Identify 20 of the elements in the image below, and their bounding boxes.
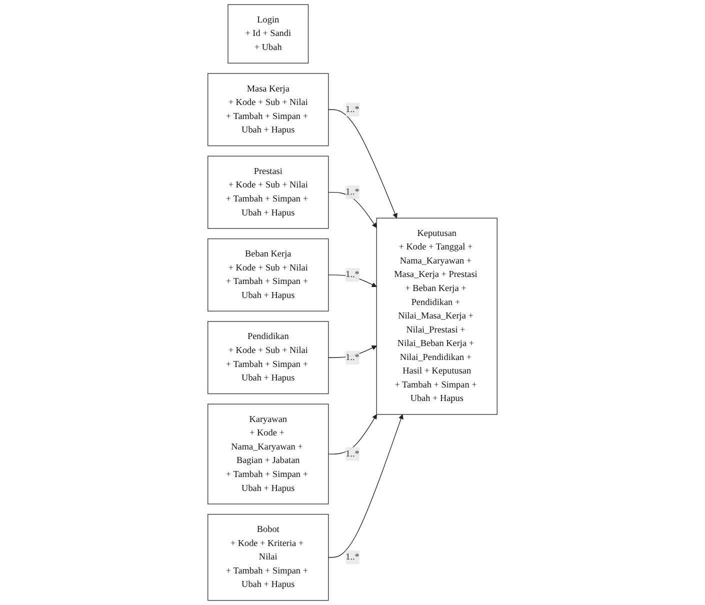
edge-label: 1..* bbox=[346, 104, 360, 114]
edge-label: 1..* bbox=[346, 187, 360, 197]
arrow bbox=[328, 414, 404, 558]
node-box: Pendidikan + Kode + Sub + Nilai + Tambah + Simpan + Ubah + Hapus bbox=[208, 321, 329, 394]
edge-label: 1..* bbox=[346, 352, 360, 362]
arrow bbox=[328, 346, 377, 358]
arrow bbox=[328, 192, 377, 228]
arrow bbox=[328, 274, 377, 288]
edge-label: 1..* bbox=[346, 448, 360, 459]
node-box: Keputusan + Kode + Tanggal + Nama_Karyawan + Masa_Kerja + Prestasi + Beban Kerja + Pendidikan + Nilai_Masa_Kerja + Nilai_Prestasi + Nilai_Beban Kerja + Nilai_Pendidikan + Hasil + Keputusan + Tambah + Simpan + Ubah + Hapus bbox=[376, 218, 498, 415]
node-box: Karyawan + Kode + Nama_Karyawan + Bagian + Jabatan + Tambah + Simpan + Ubah + Hapus bbox=[208, 404, 329, 504]
node-box: Prestasi + Kode + Sub + Nilai + Tambah + Simpan + Ubah + Hapus bbox=[208, 156, 329, 229]
node-box: Login + Id + Sandi + Ubah bbox=[228, 4, 309, 64]
arrow bbox=[328, 109, 398, 218]
edge-label: 1..* bbox=[346, 552, 360, 562]
node-box: Beban Kerja + Kode + Sub + Nilai + Tambah + Simpan + Ubah + Hapus bbox=[208, 238, 329, 312]
node-box: Masa Kerja + Kode + Sub + Nilai + Tambah + Simpan + Ubah + Hapus bbox=[208, 73, 329, 146]
edge-label: 1..* bbox=[346, 270, 360, 280]
arrow bbox=[328, 414, 377, 454]
node-box: Bobot + Kode + Kriteria + Nilai + Tambah + Simpan + Ubah + Hapus bbox=[208, 514, 329, 601]
